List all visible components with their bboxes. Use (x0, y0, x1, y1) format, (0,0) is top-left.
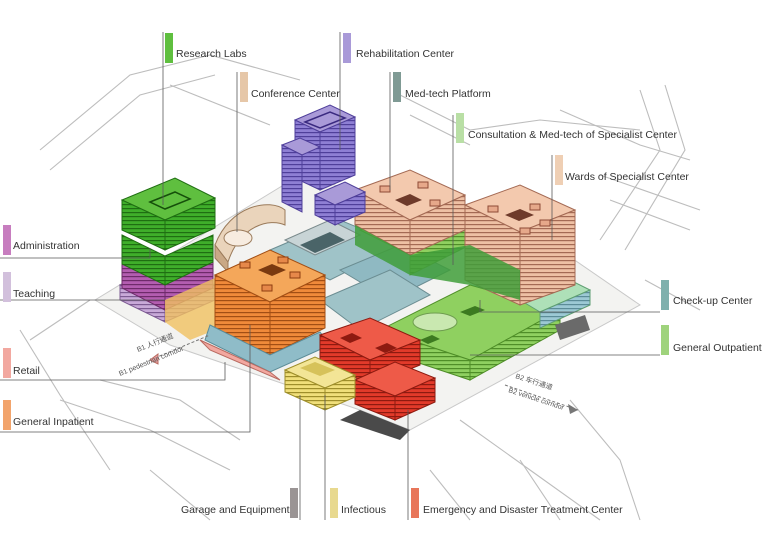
emergency-disaster-label: Emergency and Disaster Treatment Center (423, 504, 623, 516)
administration-swatch (3, 225, 11, 255)
rehabilitation-center-swatch (343, 33, 351, 63)
conference-center-swatch (240, 72, 248, 102)
conference-center-label: Conference Center (251, 88, 340, 100)
podium-dark-slot (300, 232, 345, 253)
conference-center (214, 204, 286, 274)
med-tech-band (355, 225, 520, 300)
rehabilitation-tower (280, 104, 367, 226)
med-tech-platform-label: Med-tech Platform (405, 88, 491, 100)
leader-lines (0, 32, 660, 520)
garage-equipment-label: Garage and Equipment (181, 504, 290, 516)
general-inpatient-swatch (3, 400, 11, 430)
check-up-center-swatch (661, 280, 669, 310)
retail-label: Retail (13, 365, 40, 377)
infectious-block (283, 356, 357, 411)
general-outpatient-label: General Outpatient (673, 342, 762, 354)
consultation-specialist-swatch (456, 113, 464, 143)
research-labs-swatch (165, 33, 173, 63)
retail-strip (199, 339, 281, 381)
garage-equipment-swatch (290, 488, 298, 518)
consultation-specialist-label: Consultation & Med-tech of Specialist Ce… (468, 129, 677, 141)
research-admin-teaching-stack (118, 177, 217, 340)
wards-specialist-label: Wards of Specialist Center (565, 171, 689, 183)
infectious-swatch (330, 488, 338, 518)
emergency-block (318, 317, 437, 421)
podium-teal-3 (319, 269, 432, 331)
check-up-center-label: Check-up Center (673, 295, 753, 307)
infectious-label: Infectious (341, 504, 386, 516)
wards-specialist-swatch (555, 155, 563, 185)
general-outpatient-block (378, 284, 562, 381)
b1-pedestrian-en: B1 pedestrian corridor (118, 345, 185, 378)
rehabilitation-center-label: Rehabilitation Center (356, 48, 455, 60)
teaching-label: Teaching (13, 288, 56, 300)
med-tech-platform-swatch (393, 72, 401, 102)
research-labs-label: Research Labs (176, 48, 247, 60)
street-network (19, 54, 701, 521)
b2-vehicle-arrow: B2 车行通道 B2 vehicle corridor (504, 371, 579, 414)
administration-label: Administration (13, 240, 80, 252)
emergency-disaster-swatch (411, 488, 419, 518)
retail-swatch (3, 348, 11, 378)
general-inpatient-label: General Inpatient (13, 416, 94, 428)
b2-vehicle-cn: B2 车行通道 (514, 371, 553, 391)
general-inpatient-tower (204, 249, 331, 373)
teaching-swatch (3, 272, 11, 302)
general-outpatient-swatch (661, 325, 669, 355)
b2-vehicle-en: B2 vehicle corridor (507, 387, 565, 412)
podium-shadow (340, 410, 410, 440)
